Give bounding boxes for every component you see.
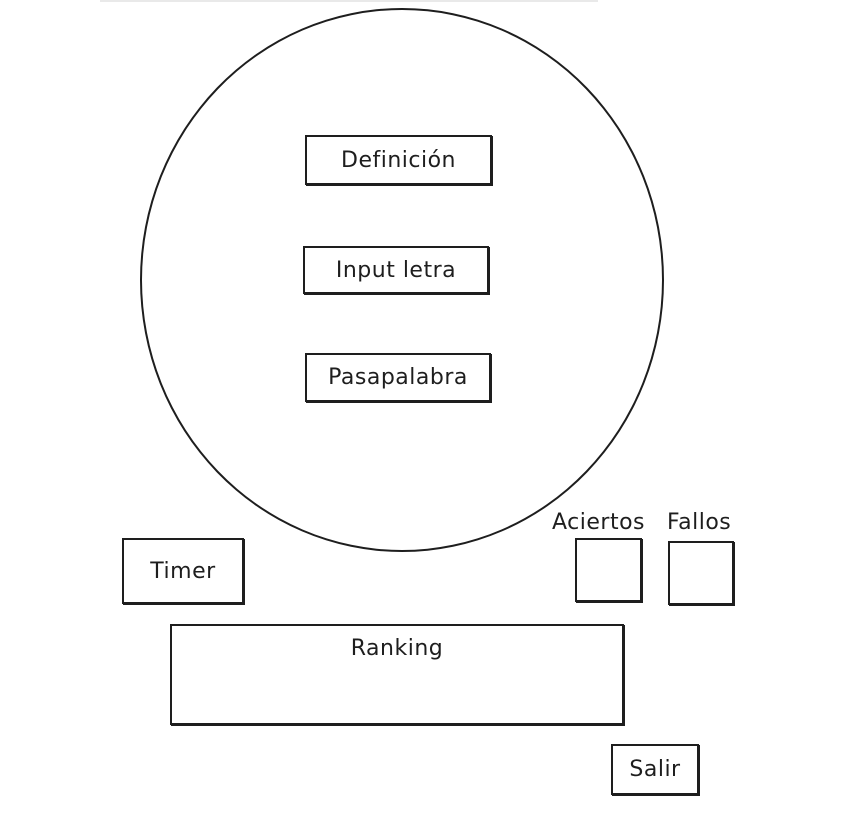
- pasapalabra-button[interactable]: Pasapalabra: [305, 353, 491, 402]
- salir-button[interactable]: Salir: [611, 744, 699, 795]
- aciertos-label: Aciertos: [552, 510, 645, 535]
- definition-label: Definición: [341, 147, 456, 173]
- letter-wheel: [140, 8, 664, 552]
- pasapalabra-button-label: Pasapalabra: [328, 365, 468, 390]
- fallos-box: [668, 541, 734, 605]
- letter-input[interactable]: Input letra: [303, 246, 489, 294]
- definition-box: Definición: [305, 135, 492, 185]
- ranking-title: Ranking: [350, 636, 444, 661]
- salir-button-label: Salir: [629, 757, 681, 782]
- ranking-panel: Ranking: [170, 624, 624, 725]
- aciertos-box: [575, 538, 642, 602]
- letter-input-label: Input letra: [335, 257, 457, 283]
- timer-label: Timer: [150, 558, 216, 584]
- top-bar: [100, 0, 598, 2]
- fallos-label: Fallos: [667, 510, 732, 535]
- timer-box: Timer: [122, 538, 244, 604]
